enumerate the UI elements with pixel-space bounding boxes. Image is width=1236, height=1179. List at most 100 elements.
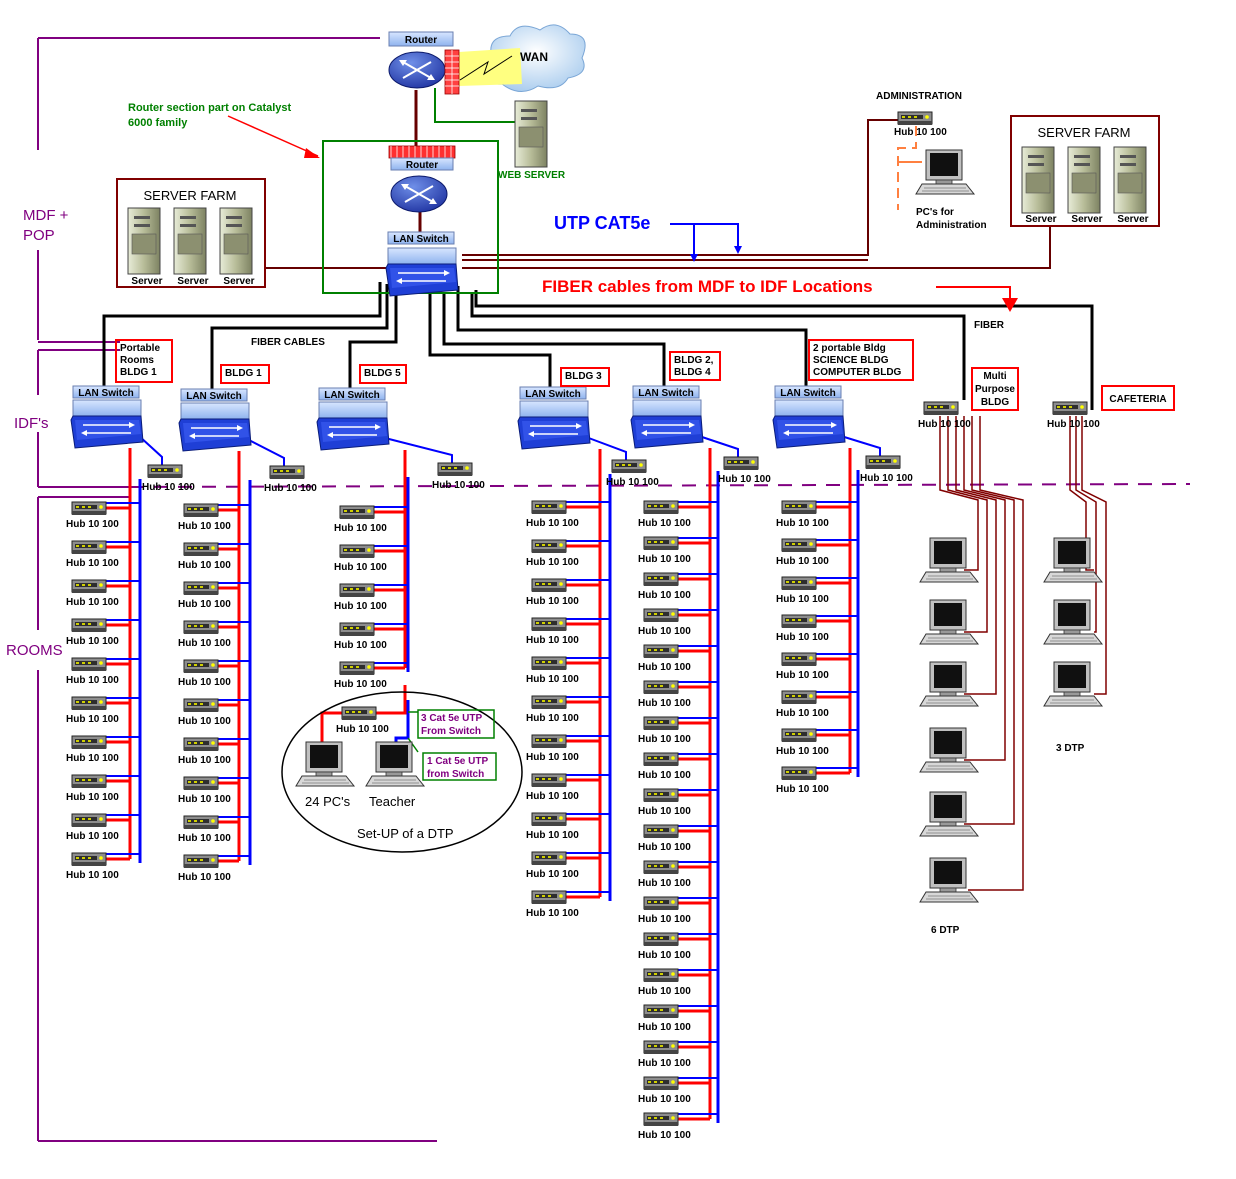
device-layer	[70, 24, 1175, 1127]
six-dtp-label: 6 DTP	[931, 925, 960, 936]
room-hub-icon	[531, 617, 567, 632]
hub-label: Hub 10 100	[1047, 419, 1100, 430]
dtp-pc-icon	[919, 791, 979, 837]
dtp-pc-icon	[919, 661, 979, 707]
hub-label: Hub 10 100	[526, 635, 579, 646]
fiber-cable-bldg	[442, 292, 666, 386]
room-hub-icon	[531, 500, 567, 515]
room-hub-icon	[643, 716, 679, 731]
cafeteria-label: CAFETERIA	[1109, 394, 1166, 405]
server-label: Server	[1025, 214, 1056, 225]
room-hub-icon	[643, 1076, 679, 1091]
hub-label: Hub 10 100	[526, 674, 579, 685]
room-hub-icon	[643, 968, 679, 983]
switch-hub-cable	[698, 435, 739, 457]
room-hub-icon	[71, 696, 107, 711]
room-hub-icon	[339, 622, 375, 637]
hub-label: Hub 10 100	[526, 557, 579, 568]
hub-label: Hub 10 100	[66, 519, 119, 530]
hub-label: Hub 10 100	[178, 677, 231, 688]
server-icon	[1067, 146, 1101, 214]
room-hub-icon	[781, 728, 817, 743]
hub-label: Hub 10 100	[336, 724, 389, 735]
server-label: Server	[131, 276, 162, 287]
room-hub-icon	[781, 538, 817, 553]
room-hub-icon	[643, 1112, 679, 1127]
hub-label: Hub 10 100	[66, 753, 119, 764]
hub-label: Hub 10 100	[178, 716, 231, 727]
room-hub-icon	[531, 812, 567, 827]
idf-hub-icon	[269, 465, 305, 480]
hub-label: Hub 10 100	[142, 482, 195, 493]
fiber-cable-cafeteria	[474, 290, 1094, 410]
wan-bolt-icon	[459, 55, 513, 81]
hub-label: Hub 10 100	[918, 419, 971, 430]
fiber-annotation: FIBER cables from MDF to IDF Locations	[542, 277, 873, 296]
idf-lan-switch-icon	[772, 399, 846, 449]
fiber-arrow	[936, 286, 1011, 300]
server-icon	[219, 207, 253, 275]
server-farm-left-title: SERVER FARM	[144, 188, 237, 203]
arrow-head-icon	[734, 246, 742, 254]
server-label: Server	[177, 276, 208, 287]
utp-annotation: UTP CAT5e	[554, 213, 650, 233]
administration-link	[462, 119, 898, 256]
building-label-box	[808, 339, 914, 381]
room-hub-icon	[643, 500, 679, 515]
hub-label: Hub 10 100	[66, 636, 119, 647]
room-hub-icon	[71, 618, 107, 633]
dtp-red-cable	[376, 710, 407, 715]
hub-label: Hub 10 100	[638, 878, 691, 889]
server-farm-right-box	[1010, 115, 1160, 227]
room-hub-icon	[71, 657, 107, 672]
dtp-pc-icon	[919, 537, 979, 583]
hub-label: Hub 10 100	[638, 806, 691, 817]
hub-label: Hub 10 100	[178, 833, 231, 844]
switch-label-plate	[387, 231, 455, 245]
router-label: Router	[405, 35, 437, 46]
room-hub-icon	[781, 766, 817, 781]
server-icon	[127, 207, 161, 275]
dtp-pcs-icon	[295, 741, 355, 787]
router-note-arrow	[227, 115, 319, 157]
switch-hub-cable	[840, 435, 881, 456]
hub-label: Hub 10 100	[178, 755, 231, 766]
room-hub-icon	[643, 860, 679, 875]
room-hub-icon	[531, 695, 567, 710]
server-farm-left-box	[116, 178, 266, 288]
hub-label: Hub 10 100	[334, 601, 387, 612]
hub-icon	[897, 111, 933, 126]
room-hub-icon	[183, 698, 219, 713]
router-label-plate	[388, 31, 454, 47]
fiber-cables-label: FIBER CABLES	[251, 337, 325, 348]
hub-label: Hub 10 100	[638, 950, 691, 961]
hub-label: Hub 10 100	[334, 523, 387, 534]
room-hub-icon	[71, 852, 107, 867]
switch-label-plate	[519, 386, 587, 400]
hub-label: Hub 10 100	[638, 554, 691, 565]
hub-label: Hub 10 100	[66, 870, 119, 881]
idf-hub-icon	[611, 459, 647, 474]
room-hub-icon	[71, 813, 107, 828]
room-hub-icon	[531, 773, 567, 788]
room-hub-icon	[643, 608, 679, 623]
room-hub-icon	[531, 890, 567, 905]
hub-label: Hub 10 100	[638, 842, 691, 853]
hub-label: Hub 10 100	[526, 791, 579, 802]
room-hub-icon	[643, 536, 679, 551]
hub-label: Hub 10 100	[638, 590, 691, 601]
hub-label: Hub 10 100	[638, 734, 691, 745]
hub-label: Hub 10 100	[606, 477, 659, 488]
router-icon	[390, 175, 448, 213]
building-label-box	[669, 351, 721, 381]
idf-hub-icon	[147, 464, 183, 479]
zone-label-idfs: IDF's	[14, 415, 49, 432]
hub-label: Hub 10 100	[178, 521, 231, 532]
room-hub-icon	[71, 579, 107, 594]
dtp-note-box	[422, 752, 497, 781]
server-label: Server	[1071, 214, 1102, 225]
zone-label-mdf-pop: MDF +POP	[23, 207, 69, 244]
web-server-link	[434, 88, 515, 123]
